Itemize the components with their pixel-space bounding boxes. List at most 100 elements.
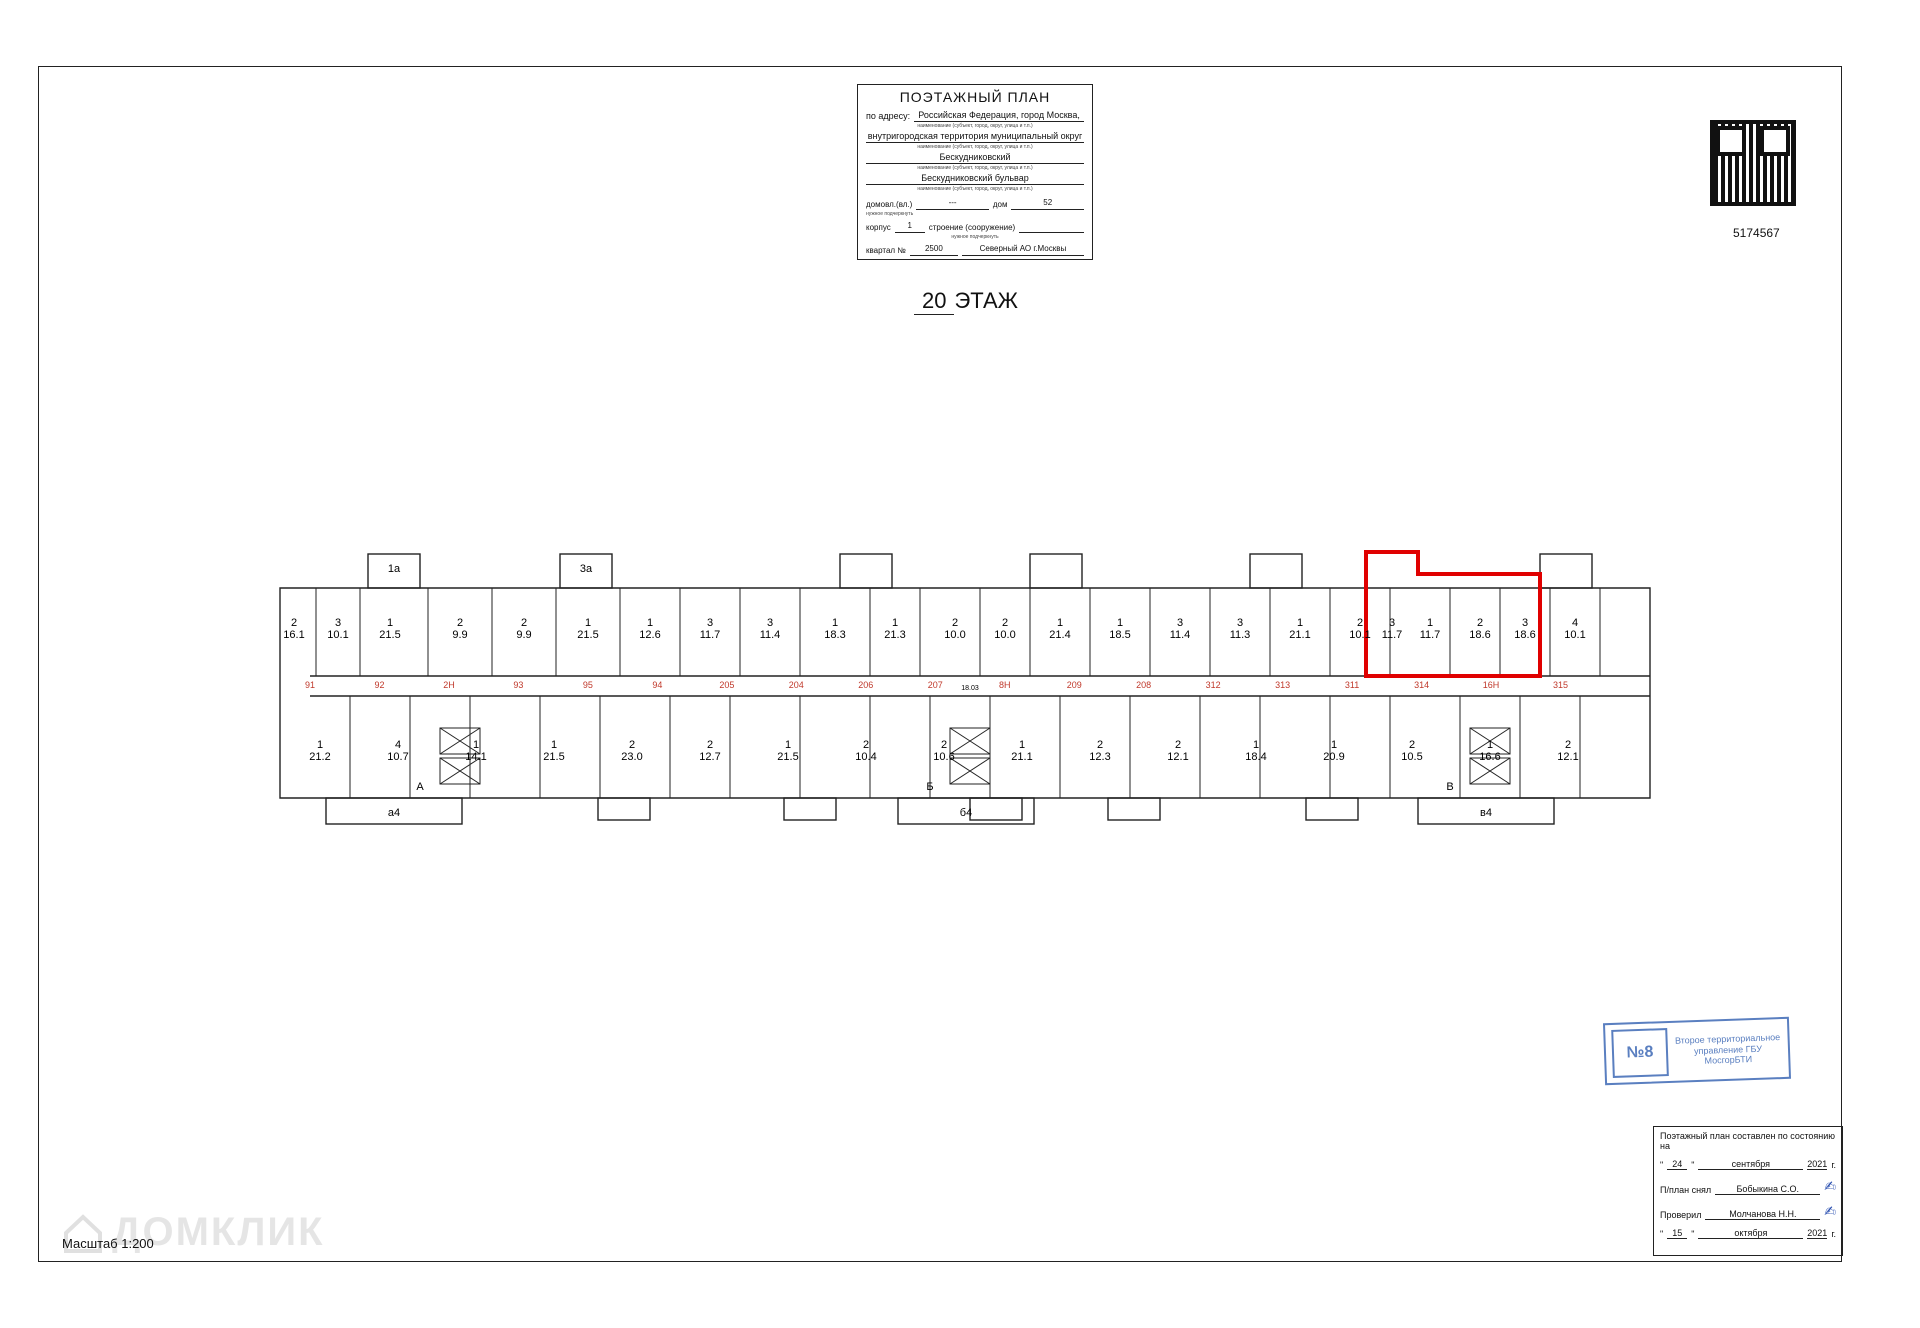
room-top-area-6: 9.9 — [516, 629, 531, 641]
apartment-number-315: 315 — [1553, 680, 1568, 690]
loggia-label-2: в4 — [1480, 807, 1492, 819]
apartment-number-92: 92 — [374, 680, 384, 690]
apartment-number-91: 91 — [305, 680, 315, 690]
room-bottom-label-6: 1 — [785, 739, 791, 751]
room-bottom-area-13: 20.9 — [1323, 751, 1344, 763]
checked-label: Проверил — [1660, 1210, 1702, 1220]
street-value: Бескудниковский бульвар — [866, 173, 1084, 185]
district-hint: наименование (субъект, город, округ, ули… — [917, 143, 1033, 150]
room-top-area-3: 10.1 — [327, 629, 348, 641]
house-icon — [64, 1213, 102, 1253]
room-top-label-23: 2 — [1477, 617, 1483, 629]
room-bottom-area-14: 10.5 — [1401, 751, 1422, 763]
apartment-number-205: 205 — [719, 680, 734, 690]
section-label-0: А — [416, 781, 424, 793]
room-bottom-area-6: 21.5 — [777, 751, 798, 763]
room-top-label-18: 3 — [1237, 617, 1243, 629]
apartment-number-208: 208 — [1136, 680, 1151, 690]
room-top-label-12: 1 — [892, 617, 898, 629]
room-top-label-0: 1а — [388, 563, 401, 575]
room-bottom-label-10: 2 — [1097, 739, 1103, 751]
room-top-label-8: 1 — [647, 617, 653, 629]
date1-year: 2021 — [1807, 1159, 1828, 1170]
room-bottom-area-9: 21.1 — [1011, 751, 1032, 763]
street-hint: наименование (субъект, город, округ, ули… — [917, 185, 1033, 192]
room-top-label-6: 2 — [521, 617, 527, 629]
date2-day: 15 — [1667, 1228, 1688, 1239]
address-hint: наименование (субъект, город, округ, ули… — [917, 122, 1033, 129]
room-top-area-7: 21.5 — [577, 629, 598, 641]
domovl-label: домовл.(вл.) — [866, 200, 913, 210]
room-bottom-label-12: 1 — [1253, 739, 1259, 751]
room-top-label-17: 3 — [1177, 617, 1183, 629]
dom-label: дом — [992, 200, 1008, 210]
room-bottom-label-2: 1 — [473, 739, 479, 751]
room-bottom-label-15: 1 — [1487, 739, 1493, 751]
area-hint: наименование (субъект, город, округ, ули… — [917, 164, 1033, 171]
signature-2-icon: ✍ — [1824, 1203, 1836, 1219]
room-top-area-18: 11.3 — [1230, 629, 1251, 641]
watermark-text: ДОМКЛИК — [112, 1210, 325, 1254]
watermark: ДОМКЛИК — [62, 1210, 325, 1255]
date2-year: 2021 — [1807, 1228, 1828, 1239]
district-value: внутригородская территория муниципальный… — [866, 130, 1084, 143]
room-top-label-14: 2 — [1002, 617, 1008, 629]
balcony-top-5 — [1249, 553, 1303, 589]
corridor-dimension: 18.03 — [961, 685, 979, 692]
room-top-label-3: 3 — [335, 617, 341, 629]
floor-word: ЭТАЖ — [954, 288, 1018, 313]
surveyed-name: Бобыкина С.О. — [1715, 1184, 1821, 1195]
room-top-label-21: 3 — [1389, 617, 1395, 629]
room-top-label-20: 2 — [1357, 617, 1363, 629]
room-bottom-label-16: 2 — [1565, 739, 1571, 751]
room-top-label-7: 1 — [585, 617, 591, 629]
signature-header: Поэтажный план составлен по состоянию на — [1660, 1131, 1836, 1151]
room-top-label-22: 1 — [1427, 617, 1433, 629]
room-bottom-area-5: 12.7 — [699, 751, 720, 763]
room-bottom-area-2: 14.1 — [465, 751, 486, 763]
date1-day: 24 — [1667, 1159, 1688, 1170]
room-top-label-16: 1 — [1117, 617, 1123, 629]
apartment-number-312: 312 — [1206, 680, 1221, 690]
room-labels-bottom: 121.2410.7114.1121.5223.0212.7121.5210.4… — [309, 739, 1578, 763]
apartment-number-314: 314 — [1414, 680, 1429, 690]
qr-code-icon — [1710, 120, 1796, 206]
title-block-heading: ПОЭТАЖНЫЙ ПЛАН — [899, 89, 1051, 105]
room-bottom-label-5: 2 — [707, 739, 713, 751]
apartment-number-209: 209 — [1067, 680, 1082, 690]
apartment-number-2Н: 2Н — [443, 680, 455, 690]
balcony-bottom-4 — [1107, 797, 1161, 821]
room-bottom-label-14: 2 — [1409, 739, 1415, 751]
room-bottom-area-8: 10.6 — [933, 751, 954, 763]
room-top-area-19: 21.1 — [1289, 629, 1310, 641]
room-top-area-11: 18.3 — [824, 629, 845, 641]
room-top-label-9: 3 — [707, 617, 713, 629]
apartment-number-207: 207 — [928, 680, 943, 690]
room-bottom-area-4: 23.0 — [621, 751, 642, 763]
room-top-area-8: 12.6 — [639, 629, 660, 641]
signature-1-icon: ✍ — [1824, 1178, 1836, 1194]
room-top-label-19: 1 — [1297, 617, 1303, 629]
room-top-area-15: 21.4 — [1049, 629, 1070, 641]
apartment-number-8Н: 8Н — [999, 680, 1011, 690]
room-bottom-area-11: 12.1 — [1167, 751, 1188, 763]
room-top-label-2: 2 — [291, 617, 297, 629]
date1-month: сентября — [1698, 1159, 1804, 1170]
room-bottom-label-3: 1 — [551, 739, 557, 751]
room-top-area-2: 16.1 — [283, 629, 304, 641]
surveyed-label: П/план снял — [1660, 1185, 1712, 1195]
stamp-number: №8 — [1611, 1028, 1669, 1078]
domovl-value: --- — [916, 198, 989, 210]
room-bottom-label-9: 1 — [1019, 739, 1025, 751]
apartment-number-93: 93 — [513, 680, 523, 690]
area-value: Бескудниковский — [866, 152, 1084, 164]
scale-label: Масштаб 1:200 — [62, 1236, 154, 1251]
balcony-bottom-1 — [597, 797, 651, 821]
loggia-label-1: б4 — [960, 807, 972, 819]
room-top-area-23: 18.6 — [1469, 629, 1490, 641]
balcony-bottom-3 — [969, 797, 1023, 821]
room-bottom-label-8: 2 — [941, 739, 947, 751]
